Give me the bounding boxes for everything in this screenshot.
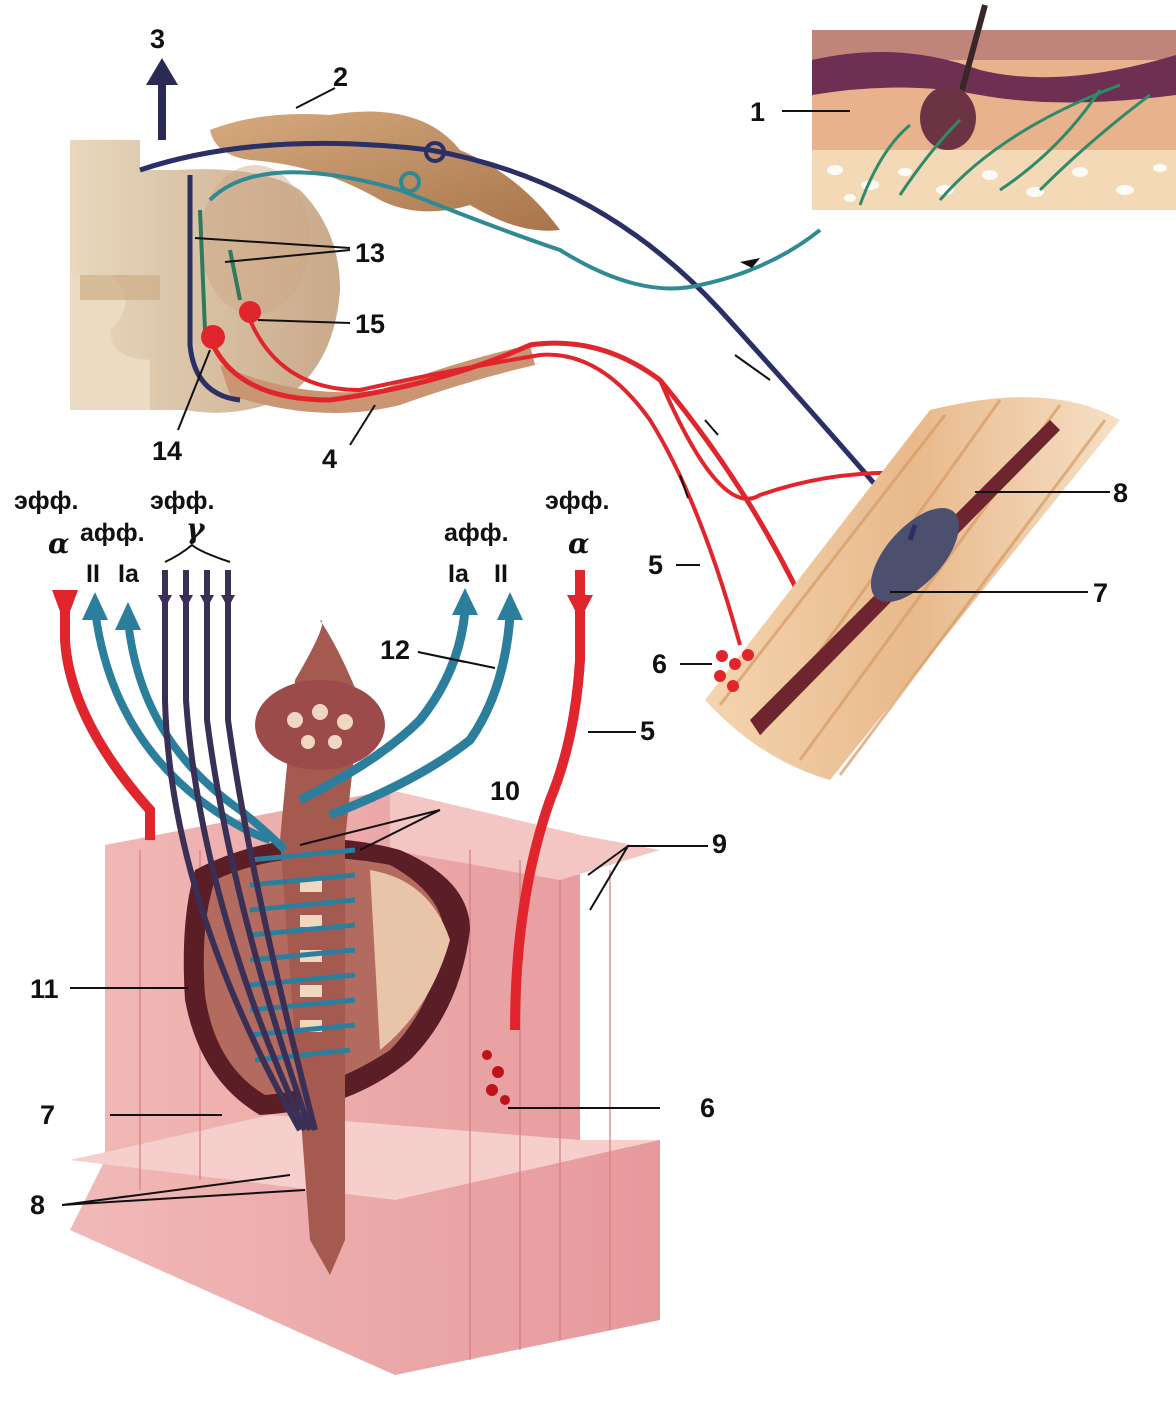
gamma-brace [165,545,230,562]
label-eff-right: эфф. [545,487,610,515]
label-6-bottom: 6 [700,1093,715,1123]
label-eff-gamma: эфф. [150,487,215,515]
label-aff-left: афф. [80,519,145,547]
label-4: 4 [322,444,337,474]
ascending-arrowhead [146,58,178,85]
label-5-top: 5 [648,550,663,580]
skin-section [812,5,1176,210]
label-9: 9 [712,829,727,859]
label-ia-left: Ia [118,560,140,588]
label-5-bottom: 5 [640,716,655,746]
label-2: 2 [333,62,348,92]
label-aff-right: афф. [444,519,509,547]
label-alpha-right: α [568,527,590,560]
label-11: 11 [30,974,59,1004]
label-10: 10 [490,776,520,806]
label-1: 1 [750,97,765,127]
label-ii-left: II [86,560,100,588]
label-12: 12 [380,635,410,665]
label-8-top: 8 [1113,478,1128,508]
label-eff-left: эфф. [14,487,79,515]
motor-neuron-gamma [239,301,261,323]
label-8-bottom: 8 [30,1190,45,1220]
muscle-section [705,397,1120,780]
label-7-top: 7 [1093,578,1108,608]
label-alpha-left: α [48,527,70,560]
flow-arrow-red [705,420,718,435]
leader-2 [296,88,335,108]
spindle-pole [255,680,385,770]
label-gamma: γ [186,512,206,545]
label-3: 3 [150,24,165,54]
label-7-bottom: 7 [40,1100,55,1130]
spinal-cord-section [70,112,560,413]
label-6-top: 6 [652,649,667,679]
label-ia-right: Ia [448,560,470,588]
label-ii-right: II [494,560,508,588]
label-13: 13 [355,238,385,268]
label-15: 15 [355,309,385,339]
label-14: 14 [152,436,182,466]
